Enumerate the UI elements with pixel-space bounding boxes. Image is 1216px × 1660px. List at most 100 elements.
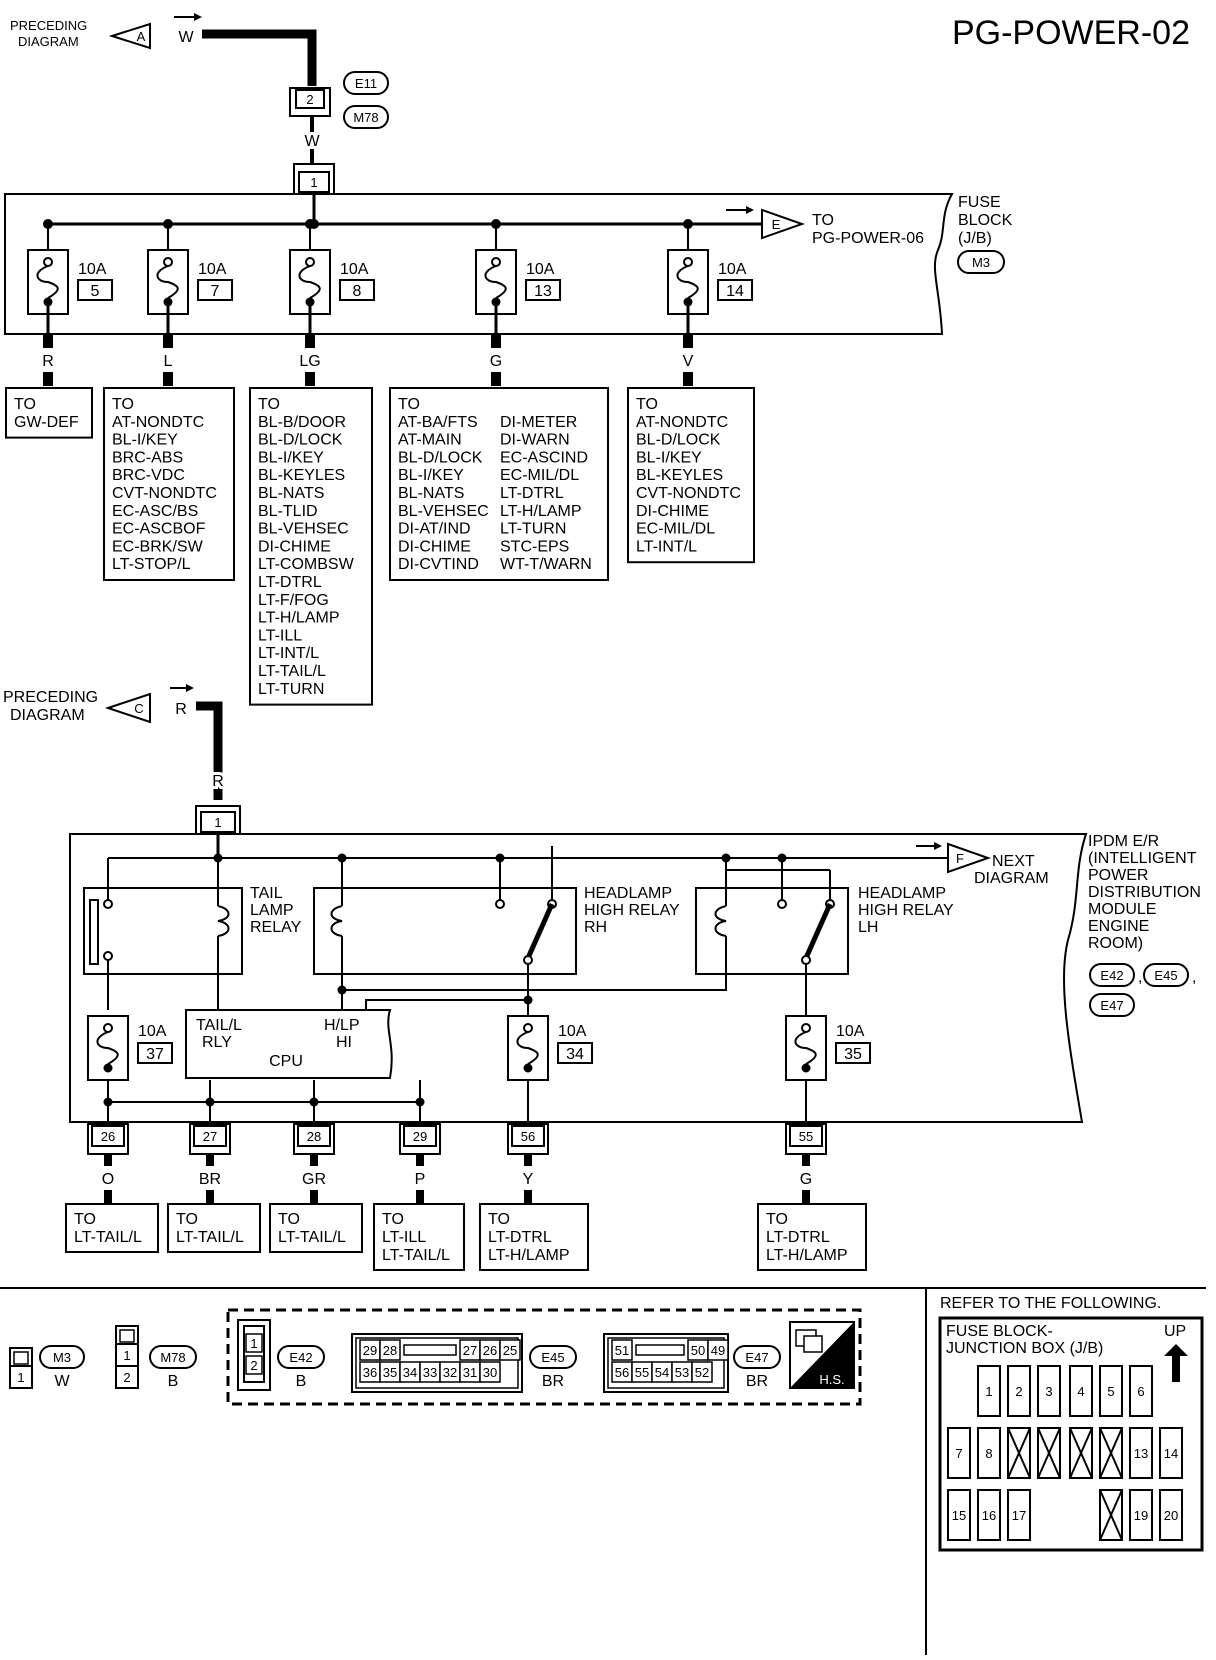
- destination-text: TO: [258, 396, 280, 413]
- pin-number: 28: [307, 1129, 321, 1144]
- connector-id-e42: E42: [1100, 968, 1123, 983]
- destination-text: TO: [398, 396, 420, 413]
- destination-text: AT-NONDTC: [112, 414, 204, 431]
- fuse-amp: 10A: [718, 261, 747, 278]
- destination-box: TOAT-NONDTCBL-I/KEYBRC-ABSBRC-VDCCVT-NON…: [103, 387, 235, 581]
- destination-text: BL-D/LOCK: [398, 449, 483, 466]
- fuse-slot-number: 4: [1077, 1384, 1084, 1399]
- connector-flag-c-label: C: [134, 701, 143, 716]
- svg-text:CPU: CPU: [269, 1053, 303, 1070]
- svg-text:2: 2: [123, 1370, 130, 1385]
- wire-color: G: [800, 1171, 812, 1188]
- svg-text:ENGINE: ENGINE: [1088, 918, 1149, 935]
- legend-pin: 25: [503, 1343, 517, 1358]
- fuse-slot: 5: [1099, 1365, 1123, 1417]
- legend-pin: 33: [423, 1365, 437, 1380]
- fuse-slot-number: 19: [1134, 1508, 1148, 1523]
- destination-text: TO: [176, 1211, 198, 1228]
- legend-m3-color: W: [54, 1373, 70, 1390]
- svg-text:M78: M78: [160, 1350, 185, 1365]
- svg-text:HEADLAMP: HEADLAMP: [858, 885, 946, 902]
- badge-separator: ,: [1138, 969, 1142, 986]
- legend-pin: 53: [675, 1365, 689, 1380]
- destination-text: TO: [74, 1211, 96, 1228]
- out-dest-line2: PG-POWER-06: [812, 230, 924, 247]
- connector-flag-e: [761, 208, 806, 240]
- wire-color: LG: [299, 353, 320, 370]
- fuse-slot-number: 20: [1164, 1508, 1178, 1523]
- fuse-slot: 2: [1007, 1365, 1031, 1417]
- destination-text: LT-INT/L: [258, 645, 319, 662]
- destination-text: EC-MIL/DL: [636, 521, 715, 538]
- destination-box: [269, 1203, 363, 1253]
- svg-text:RH: RH: [584, 919, 607, 936]
- destination-text: BL-TLID: [258, 503, 318, 520]
- destination-box: TOAT-BA/FTSAT-MAINBL-D/LOCKBL-I/KEYBL-NA…: [389, 387, 609, 581]
- destination-text: LT-TAIL/L: [176, 1229, 244, 1246]
- destination-text: LT-TAIL/L: [74, 1229, 142, 1246]
- legend-pin: 36: [363, 1365, 377, 1380]
- fuse-slot: 20: [1159, 1489, 1183, 1541]
- destination-text: LT-TURN: [258, 681, 324, 698]
- destination-box: [373, 1203, 465, 1271]
- connector-id-e11: E11: [355, 76, 377, 91]
- fuse-slot: 8: [977, 1427, 1001, 1479]
- destination-box: [65, 1203, 159, 1253]
- connector-flag-c: [104, 692, 151, 724]
- wire-color: BR: [199, 1171, 221, 1188]
- out-dest-line1: TO: [812, 212, 834, 229]
- ipdm-entry-pin: [200, 811, 236, 833]
- fuse-slot-number: 17: [1012, 1508, 1026, 1523]
- fuse-block-label-line3: (J/B): [958, 230, 992, 247]
- destination-text: LT-DTRL: [258, 574, 322, 591]
- legend-pin: 32: [443, 1365, 457, 1380]
- destination-text: EC-BRK/SW: [112, 538, 204, 555]
- fuse-amp: 10A: [138, 1023, 167, 1040]
- destination-text: LT-STOP/L: [112, 556, 191, 573]
- badge-separator-2: ,: [1192, 969, 1196, 986]
- ipdm-preceding-line2: DIAGRAM: [10, 707, 85, 724]
- ipdm-preceding-line1: PRECEDING: [3, 689, 98, 706]
- relay-coil-icon: [714, 905, 727, 937]
- legend-pin: 56: [615, 1365, 629, 1380]
- fuse-slot-number: 16: [982, 1508, 996, 1523]
- connector-flag-e-label: E: [772, 217, 781, 232]
- destination-text: BRC-VDC: [112, 467, 185, 484]
- fuse-amp: 10A: [836, 1023, 865, 1040]
- fuse-slot-number: 15: [952, 1508, 966, 1523]
- fuse-slot: 6: [1129, 1365, 1153, 1417]
- svg-text:E47: E47: [745, 1350, 768, 1365]
- connector-id-e47: E47: [1100, 998, 1123, 1013]
- fuse-block-pin-label: 1: [310, 175, 317, 190]
- legend-badge-e45: [529, 1345, 577, 1369]
- wire-color: R: [42, 353, 54, 370]
- svg-text:MODULE: MODULE: [1088, 901, 1156, 918]
- ipdm-main-wire-r: [196, 701, 223, 800]
- legend-badge-e42: [277, 1345, 325, 1369]
- fuse-slot-number: 13: [1134, 1446, 1148, 1461]
- wire-color: V: [683, 353, 694, 370]
- destination-text: DI-AT/IND: [398, 521, 471, 538]
- legend-pin: 52: [695, 1365, 709, 1380]
- svg-text:E42: E42: [289, 1350, 312, 1365]
- fuse-icon: [156, 265, 179, 299]
- svg-text:HIGH RELAY: HIGH RELAY: [584, 902, 680, 919]
- destination-text: BL-B/DOOR: [258, 414, 346, 431]
- fuse-amp: 10A: [526, 261, 555, 278]
- legend-pin: 49: [711, 1343, 725, 1358]
- destination-text: WT-T/WARN: [500, 556, 592, 573]
- harness-side-icon: H.S.: [789, 1321, 855, 1389]
- fuse-ref-title-line1: FUSE BLOCK-: [946, 1323, 1053, 1340]
- connector-badge-e45: [1143, 963, 1189, 987]
- svg-text:ROOM): ROOM): [1088, 935, 1143, 952]
- destination-text: TO: [112, 396, 134, 413]
- relay-switch-icon: [525, 902, 555, 960]
- svg-text:HEADLAMP: HEADLAMP: [584, 885, 672, 902]
- destination-text: AT-NONDTC: [636, 414, 728, 431]
- destination-text: DI-CHIME: [398, 538, 471, 555]
- fuse-number: 5: [91, 283, 100, 300]
